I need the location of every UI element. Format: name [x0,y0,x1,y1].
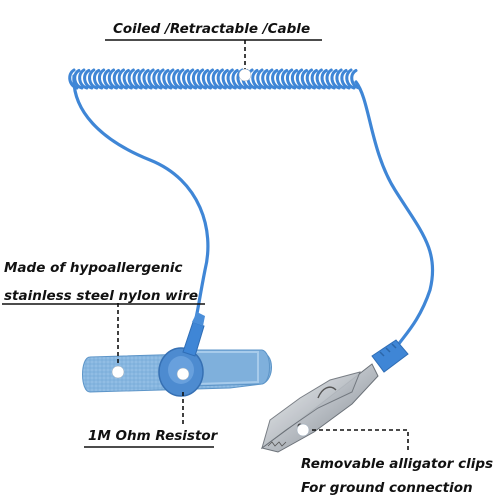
coiled-cable [68,68,435,347]
coil-loop [315,68,326,90]
cable-callout: Coiled /Retractable /Cable [113,21,311,37]
coil-loop [206,68,218,90]
coil-loop [345,68,356,90]
coil-loop [172,69,183,90]
callout-leaders [117,40,409,452]
coil-loop [276,68,287,90]
coil-loop [107,68,119,90]
coil-loop [350,69,361,90]
coil-loop [221,69,232,90]
coil-loop [251,69,262,90]
coil-loop [281,69,292,90]
coil-loop [162,69,173,90]
coil-loop [256,68,267,90]
coil-loop [127,68,138,90]
coil-loop [231,69,242,90]
coil-loop [78,68,89,90]
wrist-strap [82,312,272,397]
coil-loop [285,68,297,90]
coil-loop [117,68,128,90]
coil-loop [97,68,109,90]
coil-loop [290,69,302,90]
coil-loop [142,69,153,90]
coil-loop [196,68,208,90]
coil-loop [191,69,203,90]
coil-loop [157,68,168,90]
coil-loop [93,69,104,90]
clip-callout-line1: Removable alligator clips [301,456,494,472]
coil-loop [122,69,133,90]
coil-loop [177,68,188,90]
label-underlines [2,39,322,448]
clip-callout-line2: For ground connection [301,480,473,496]
coil-loop [340,69,351,90]
coil-loop [320,69,331,90]
coil-loop [325,68,336,90]
coil-loop [271,69,282,90]
coil-loop [295,68,307,90]
wire-callout-line2: stainless steel nylon wire [4,288,199,304]
coil-loop [102,69,114,90]
coil-loop [132,69,143,90]
coil-loop [167,68,178,90]
coil-loop [112,69,124,90]
coil-loop [187,68,198,90]
coil-loop [300,69,312,90]
coil-loop [335,68,346,90]
coil-loop [261,69,272,90]
coil-loop [182,69,193,90]
resistor-callout: 1M Ohm Resistor [88,428,218,444]
coil-loop [83,69,94,90]
wire-callout-line1: Made of hypoallergenic [4,260,183,276]
coil-loop [310,69,321,90]
coil-loop [88,68,99,90]
coil-loop [266,68,277,90]
coil-loop [147,68,158,90]
coil-loop [226,68,237,90]
coil-loop [305,68,316,90]
coil-loop [330,69,341,90]
alligator-clip [260,339,409,453]
coil-loop [201,69,213,90]
coil-loop [152,69,163,90]
callout-markers [111,68,310,437]
coil-loop [211,69,222,90]
coil-loop [216,68,227,90]
coil-loop [137,68,148,90]
